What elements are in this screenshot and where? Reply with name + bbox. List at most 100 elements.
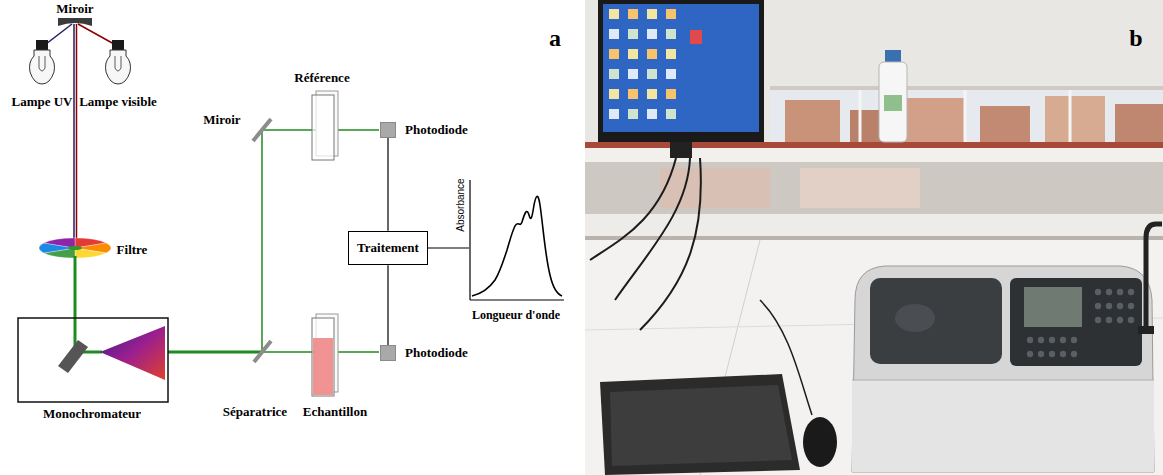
signal-wire: [387, 138, 388, 231]
lab-photo: [585, 0, 1163, 145]
control-button: [1128, 303, 1134, 309]
monochromator: [18, 318, 168, 402]
cable: [640, 158, 701, 330]
control-button: [1095, 289, 1101, 295]
lamp-beams: [46, 24, 72, 44]
visible-lamp: [115, 56, 121, 71]
desktop-icon: [666, 109, 676, 119]
lab-photo: [905, 98, 965, 142]
axis-label: Absorbance: [455, 178, 466, 231]
filter-wheel: [39, 238, 111, 258]
monochromator: [100, 326, 165, 380]
sample-cuvette: [313, 338, 333, 395]
control-button: [1106, 317, 1112, 323]
node-text: Photodiode: [405, 346, 468, 360]
lamp-beams: [73, 24, 75, 242]
computer-monitor: [603, 4, 759, 132]
spectrophotometer: [870, 278, 1002, 364]
lab-photo: [585, 0, 1163, 475]
desktop-icon: [609, 89, 619, 99]
uv-lamp: [30, 50, 55, 84]
desktop-icon: [609, 29, 619, 39]
spectrophotometer: [1010, 278, 1142, 366]
control-button: [1095, 303, 1101, 309]
output-wire: [428, 247, 469, 248]
light-beam: [261, 130, 263, 352]
spectrum-plot: [470, 299, 564, 300]
control-button: [1060, 351, 1066, 357]
monochromator: [18, 318, 168, 402]
spectrum-plot: [470, 180, 564, 300]
desktop-icon: [647, 89, 657, 99]
reference-cuvette: [312, 95, 334, 160]
control-button: [1071, 351, 1077, 357]
panel-letter: b: [1129, 25, 1142, 51]
control-button: [1117, 303, 1123, 309]
keyboard: [610, 385, 792, 466]
lab-photo: [585, 240, 1163, 475]
reference-cuvette: [312, 91, 338, 160]
filter-wheel: [68, 246, 82, 250]
spectrophotometer: [1024, 287, 1082, 327]
spectrophotometer: [852, 266, 1154, 472]
water-faucet: [1138, 326, 1154, 334]
cable: [590, 158, 676, 260]
lab-photo: [1115, 104, 1163, 142]
process-box: Traitement: [348, 231, 428, 265]
desktop-icon: [628, 9, 638, 19]
control-button: [1060, 337, 1066, 343]
water-faucet: [1146, 224, 1162, 330]
control-button: [1095, 317, 1101, 323]
control-button: [1027, 351, 1033, 357]
control-button: [1128, 317, 1134, 323]
top-mirror: [58, 18, 92, 26]
visible-lamp: [106, 50, 131, 84]
desktop-icon: [609, 109, 619, 119]
desktop-icon: [609, 69, 619, 79]
lab-photo: [859, 88, 862, 142]
uv-lamp: [30, 40, 55, 84]
lab-photo: [1069, 88, 1072, 142]
part-label: Lampe UV: [11, 95, 72, 109]
axis-label: Longueur d'onde: [472, 309, 560, 322]
control-button: [1038, 351, 1044, 357]
lab-photo: [800, 168, 920, 208]
lab-photo: [585, 236, 1163, 240]
filter-wheel: [75, 248, 106, 258]
visible-lamp: [112, 40, 124, 50]
computer-mouse: [803, 417, 837, 467]
part-label: Miroir: [203, 113, 240, 127]
part-label: Miroir: [56, 2, 93, 16]
spectrophotometer: [895, 304, 935, 332]
panel-letter: a: [549, 25, 561, 51]
lamp-beams: [78, 24, 114, 44]
desktop-icon: [609, 9, 619, 19]
desktop-icon: [666, 69, 676, 79]
desktop-icon: [609, 49, 619, 59]
desktop-icon: [647, 29, 657, 39]
photodiode: Photodiode: [380, 345, 396, 361]
light-beam: [74, 256, 77, 352]
spectrum-plot: [472, 196, 562, 296]
computer-mouse: [803, 417, 837, 467]
node-text: Photodiode: [405, 123, 468, 137]
control-button: [1027, 289, 1134, 357]
signal-wire: [387, 265, 388, 345]
reagent-bottle: [884, 95, 902, 111]
control-button: [1117, 289, 1123, 295]
node-text: Traitement: [357, 241, 419, 255]
desktop-icon: [628, 29, 638, 39]
lab-photo: [1045, 96, 1105, 142]
reference-mirror: [253, 119, 271, 141]
part-label: Echantillon: [303, 405, 367, 419]
lab-photo: [980, 106, 1030, 142]
lab-photo: [770, 88, 1163, 142]
photodiode: Photodiode: [380, 122, 396, 138]
part-label: Filtre: [117, 243, 148, 257]
spectrophotometer: [852, 380, 1154, 472]
water-faucet: [1138, 224, 1162, 334]
desktop-icon: [647, 109, 657, 119]
control-button: [1049, 337, 1055, 343]
